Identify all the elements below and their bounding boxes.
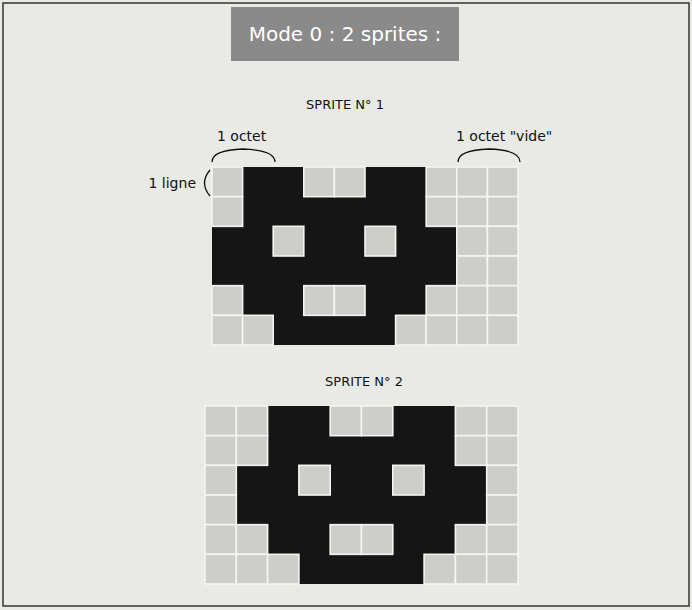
empty-pixel (455, 554, 486, 584)
empty-pixel (487, 197, 518, 227)
empty-pixel (362, 406, 393, 436)
empty-pixel (205, 554, 236, 584)
annotation: 1 octet "vide" (456, 128, 552, 144)
empty-pixel (487, 226, 518, 256)
empty-pixel (487, 495, 518, 525)
empty-pixel (487, 525, 518, 555)
sprite-grid (205, 406, 518, 584)
empty-pixel (455, 436, 486, 466)
empty-pixel (212, 286, 243, 316)
empty-pixel (304, 286, 335, 316)
empty-pixel (334, 167, 365, 197)
sprite-background (205, 406, 518, 584)
empty-pixel (205, 406, 236, 436)
empty-pixel (426, 167, 457, 197)
empty-pixel (455, 406, 486, 436)
empty-pixel (236, 406, 267, 436)
empty-pixel (487, 465, 518, 495)
empty-pixel (457, 256, 488, 286)
byte-brace (212, 149, 275, 162)
empty-pixel (457, 286, 488, 316)
sprite-heading: SPRITE N° 2 (325, 374, 403, 389)
empty-pixel (457, 315, 488, 345)
empty-pixel (487, 315, 518, 345)
empty-pixel (426, 315, 457, 345)
empty-pixel (205, 495, 236, 525)
empty-pixel (396, 315, 427, 345)
empty-pixel (487, 406, 518, 436)
empty-pixel (205, 436, 236, 466)
empty-pixel (426, 197, 457, 227)
empty-pixel (273, 226, 304, 256)
empty-pixel (334, 286, 365, 316)
frame (3, 3, 689, 606)
empty-pixel (299, 465, 330, 495)
empty-pixel (330, 406, 361, 436)
byte-brace (458, 149, 520, 162)
sprite-grid (212, 167, 518, 345)
title-banner: Mode 0 : 2 sprites : (231, 7, 459, 61)
empty-pixel (365, 226, 396, 256)
empty-pixel (455, 525, 486, 555)
empty-pixel (426, 286, 457, 316)
empty-pixel (236, 525, 267, 555)
empty-pixel (424, 554, 455, 584)
empty-pixel (487, 256, 518, 286)
empty-pixel (205, 525, 236, 555)
empty-pixel (268, 554, 299, 584)
empty-pixel (393, 465, 424, 495)
empty-pixel (243, 315, 274, 345)
empty-pixel (236, 554, 267, 584)
line-bracket (205, 170, 211, 196)
sprite-background (212, 167, 518, 345)
empty-pixel (212, 315, 243, 345)
sprite-heading: SPRITE N° 1 (306, 97, 384, 112)
empty-pixel (330, 525, 361, 555)
empty-pixel (205, 465, 236, 495)
empty-pixel (304, 167, 335, 197)
empty-pixel (487, 286, 518, 316)
empty-pixel (487, 167, 518, 197)
title: Mode 0 : 2 sprites : (249, 22, 442, 46)
empty-pixel (362, 525, 393, 555)
empty-pixel (457, 226, 488, 256)
empty-pixel (236, 436, 267, 466)
annotation: 1 ligne (148, 175, 196, 191)
empty-pixel (487, 554, 518, 584)
empty-pixel (457, 197, 488, 227)
empty-pixel (457, 167, 488, 197)
empty-pixel (487, 436, 518, 466)
annotation: 1 octet (217, 128, 266, 144)
empty-pixel (212, 197, 243, 227)
empty-pixel (212, 167, 243, 197)
